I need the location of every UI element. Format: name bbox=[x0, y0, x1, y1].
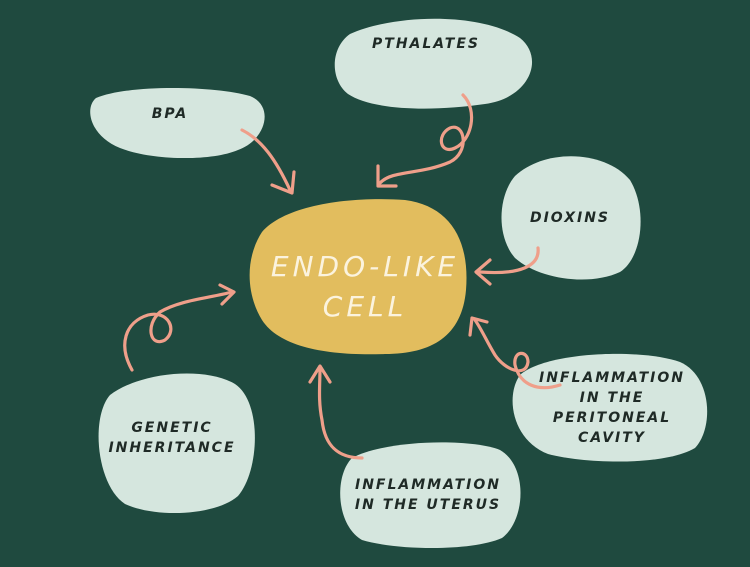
blob-dioxins bbox=[501, 156, 641, 280]
node-label-inflammation-uterus: INFLAMMATION IN THE UTERUS bbox=[354, 477, 502, 513]
node-label-bpa: BPA bbox=[151, 106, 189, 122]
node-label-pthalates: PTHALATES bbox=[372, 36, 480, 52]
blob-bpa bbox=[90, 88, 265, 159]
arrowhead-pthalates bbox=[376, 164, 398, 188]
node-label-genetic-inheritance: GENETIC INHERITANCE bbox=[108, 420, 236, 456]
arrow-pthalates bbox=[378, 93, 474, 185]
arrow-bpa bbox=[240, 128, 292, 192]
node-label-dioxins: DIOXINS bbox=[529, 210, 611, 226]
node-label-inflammation-peritoneal: INFLAMMATION IN THE PERITONEAL CAVITY bbox=[539, 370, 685, 446]
center-cell-blob bbox=[249, 199, 467, 355]
arrow-dioxins bbox=[478, 246, 540, 275]
arrow-genetic-inheritance bbox=[123, 290, 234, 372]
arrowhead-bpa bbox=[270, 170, 296, 195]
blob-genetic-inheritance bbox=[98, 373, 255, 514]
blob-inflammation-uterus bbox=[340, 442, 521, 548]
blob-pthalates bbox=[334, 18, 533, 109]
arrow-inflammation-uterus bbox=[317, 366, 364, 460]
arrowhead-inflammation-uterus bbox=[308, 364, 332, 384]
arrowhead-dioxins bbox=[474, 258, 492, 286]
center-cell-label: ENDO-LIKE CELL bbox=[270, 250, 460, 323]
arrowhead-inflammation-peritoneal bbox=[468, 316, 489, 337]
arrowhead-genetic-inheritance bbox=[218, 283, 236, 306]
blob-inflammation-peritoneal bbox=[512, 353, 708, 462]
arrow-inflammation-peritoneal bbox=[473, 318, 562, 390]
